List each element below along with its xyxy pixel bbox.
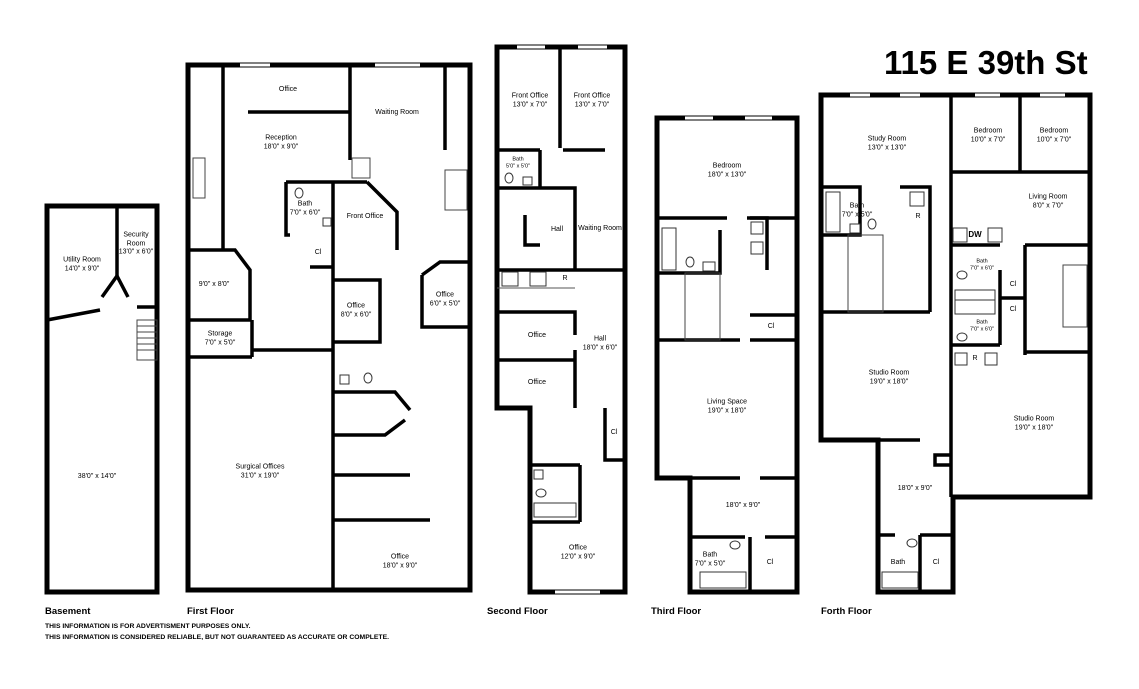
- room-label: Waiting Room: [578, 224, 622, 232]
- disclaimer-line: THIS INFORMATION IS CONSIDERED RELIABLE,…: [45, 634, 389, 641]
- room-label: R: [562, 274, 568, 282]
- floor-caption-third: Third Floor: [651, 606, 702, 617]
- room-label: 18'0" x 9'0": [725, 501, 761, 509]
- floor-caption-fourth: Forth Floor: [821, 606, 872, 617]
- room-label: Cl: [314, 248, 322, 256]
- room-label: Office: [278, 85, 298, 93]
- room-label: Front Office: [346, 212, 384, 220]
- room-label: R: [915, 212, 921, 220]
- room-label: Bath: [890, 558, 906, 566]
- room-label: Hall: [550, 225, 564, 233]
- floor-caption-second: Second Floor: [487, 606, 548, 617]
- room-label: R: [972, 354, 978, 362]
- room-label: Office: [527, 378, 547, 386]
- room-label: Cl: [1009, 280, 1017, 288]
- room-label: Waiting Room: [375, 108, 419, 116]
- room-label: Cl: [767, 322, 775, 330]
- second-floor-plan: [494, 44, 628, 595]
- room-label: 9'0" x 8'0": [198, 280, 230, 288]
- room-label: 38'0" x 14'0": [77, 472, 117, 480]
- disclaimer-line: THIS INFORMATION IS FOR ADVERTISMENT PUR…: [45, 623, 251, 630]
- room-label: Cl: [932, 558, 940, 566]
- third-floor-plan: [654, 115, 800, 595]
- dishwasher-label: DW: [968, 229, 982, 239]
- room-label: Office: [527, 331, 547, 339]
- first-floor-plan: [185, 62, 473, 593]
- room-label: 18'0" x 9'0": [897, 484, 933, 492]
- floor-caption-basement: Basement: [45, 606, 91, 617]
- basement-plan: [44, 203, 160, 595]
- fourth-floor-plan: [818, 92, 1093, 595]
- floor-caption-first: First Floor: [187, 606, 234, 617]
- toilet-icon: [294, 187, 304, 199]
- room-label: Cl: [610, 428, 618, 436]
- sink-icon: [322, 217, 350, 385]
- room-label: Cl: [1009, 305, 1017, 313]
- property-address-title: 115 E 39th St: [884, 44, 1088, 81]
- room-label: Cl: [766, 558, 774, 566]
